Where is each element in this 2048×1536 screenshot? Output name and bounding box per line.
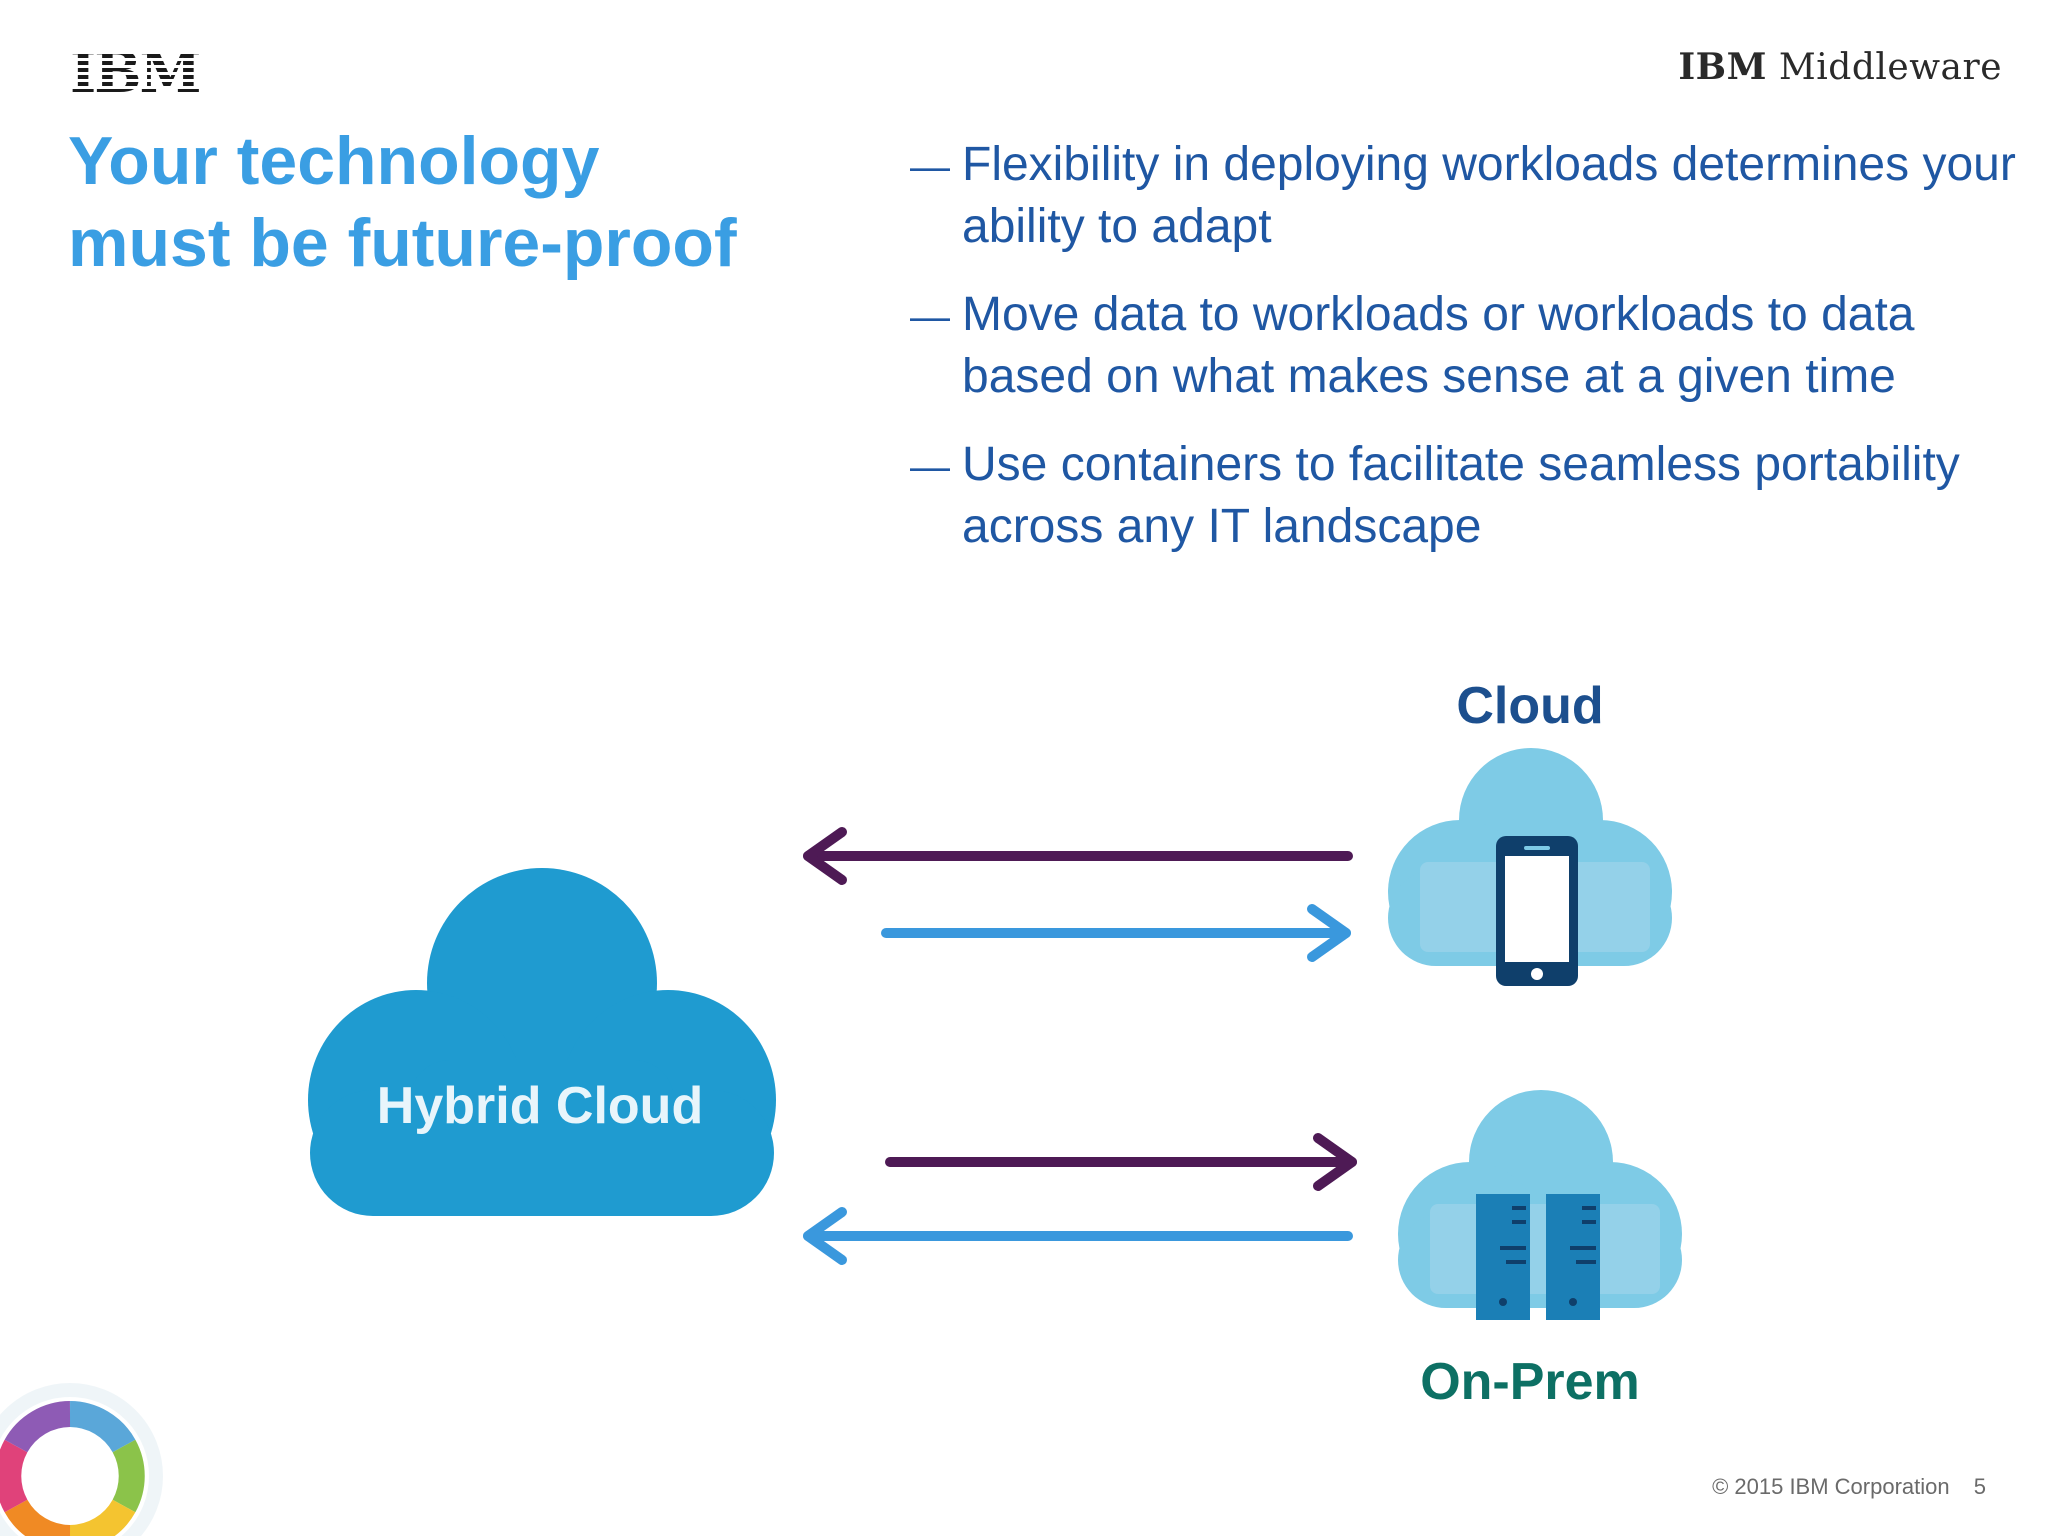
bullet-item: — Move data to workloads or workloads to… [910,284,2020,408]
bullet-marker: — [910,295,950,339]
bullet-item: — Flexibility in deploying workloads det… [910,134,2020,258]
arrow-onprem-to-hybrid [803,1207,1353,1265]
page-number: 5 [1973,1474,1986,1499]
ibm-logo-icon: IBM [70,47,200,93]
slide-title-line-1: Your technology [68,123,600,199]
bullet-text: Use containers to facilitate seamless po… [962,438,1960,553]
bullet-marker: — [910,145,950,189]
slide-footer: © 2015 IBM Corporation 5 [1694,1474,1986,1500]
mobile-phone-icon [1496,836,1578,986]
slide-title: Your technology must be future-proof [68,120,828,284]
bullet-list: — Flexibility in deploying workloads det… [910,134,2020,584]
decorative-ring-icon [0,1383,163,1536]
bullet-marker: — [910,445,950,489]
copyright-text: © 2015 IBM Corporation [1712,1474,1950,1499]
hybrid-cloud-label: Hybrid Cloud [376,1077,704,1135]
bullet-text: Move data to workloads or workloads to d… [962,288,1915,403]
product-brand-bold: IBM [1678,46,1767,88]
arrow-hybrid-to-onprem [885,1133,1357,1191]
bullet-text: Flexibility in deploying workloads deter… [962,138,2016,253]
slide-title-line-2: must be future-proof [68,205,737,281]
ibm-logo: IBM [70,42,200,102]
server-rack-icon [1476,1194,1600,1320]
hybrid-cloud-icon [308,868,776,1216]
bullet-item: — Use containers to facilitate seamless … [910,434,2020,558]
arrow-hybrid-to-cloud [881,904,1351,962]
cloud-label: Cloud [1456,677,1604,735]
on-prem-cloud-icon [1398,1090,1682,1308]
product-brand-name: Middleware [1778,47,2002,88]
on-prem-label: On-Prem [1420,1353,1640,1411]
arrow-cloud-to-hybrid [803,827,1353,885]
product-brand: IBM Middleware [1678,46,2002,88]
